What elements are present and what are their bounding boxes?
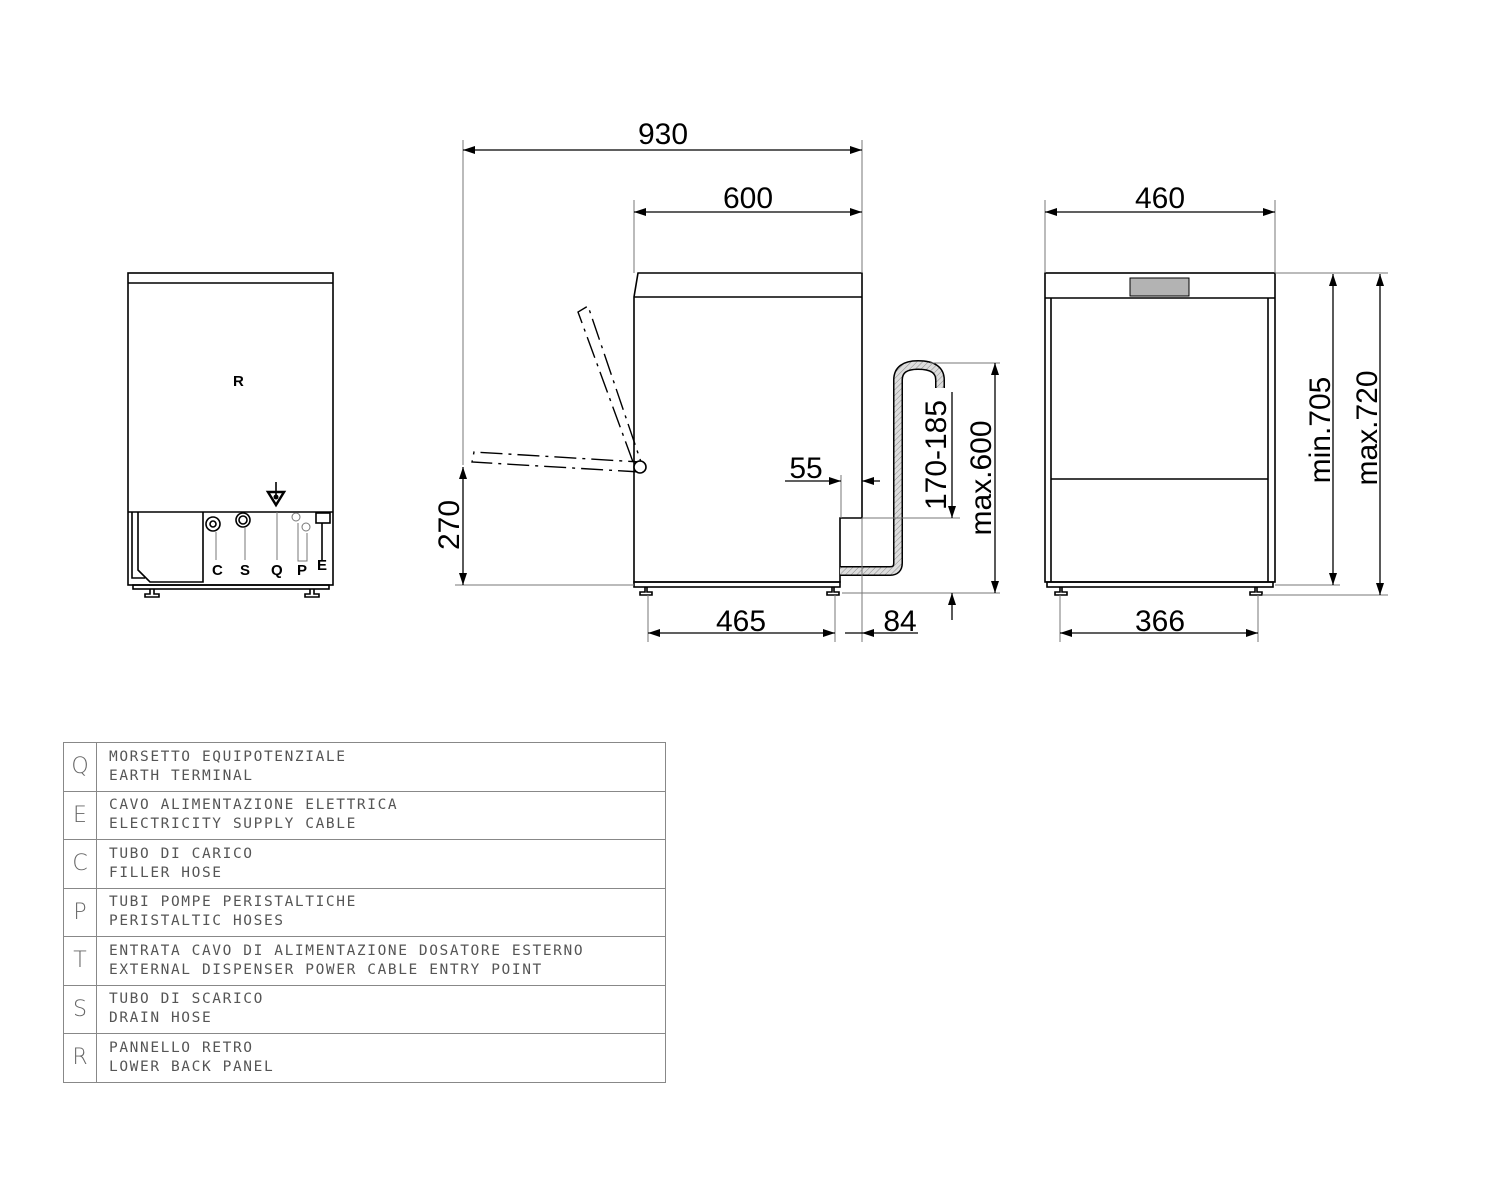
back-view: R C S Q P E (127, 272, 334, 598)
dim-170-185: 170-185 (920, 400, 953, 510)
legend-key: T (63, 936, 97, 986)
dim-max-600: max.600 (965, 420, 998, 535)
open-door-outline (471, 304, 647, 474)
legend-text-en: FILLER HOSE (109, 864, 223, 881)
legend-row: S TUBO DI SCARICO DRAIN HOSE (63, 984, 666, 1034)
legend-text-en: PERISTALTIC HOSES (109, 913, 285, 930)
dim-460: 460 (1135, 182, 1185, 215)
power-cable-gland-icon (315, 512, 331, 560)
legend-description: ENTRATA CAVO DI ALIMENTAZIONE DOSATORE E… (96, 936, 666, 986)
dim-84: 84 (883, 605, 916, 638)
legend-text-en: EXTERNAL DISPENSER POWER CABLE ENTRY POI… (109, 961, 543, 978)
dim-366: 366 (1135, 605, 1185, 638)
legend-text-en: ELECTRICITY SUPPLY CABLE (109, 816, 357, 833)
legend-row: Q MORSETTO EQUIPOTENZIALE EARTH TERMINAL (63, 742, 666, 792)
front-body (1044, 272, 1276, 583)
drain-hose-connector-icon (235, 512, 251, 560)
dim-930: 930 (638, 118, 688, 151)
earth-terminal-icon (265, 482, 287, 508)
legend-text-en: LOWER BACK PANEL (109, 1058, 275, 1075)
legend-description: MORSETTO EQUIPOTENZIALE EARTH TERMINAL (96, 742, 666, 792)
dim-min-705: min.705 (1304, 377, 1337, 484)
label-q: Q (271, 562, 283, 579)
legend-text-it: TUBI POMPE PERISTALTICHE (109, 894, 357, 911)
label-s: S (240, 562, 250, 579)
dim-max-720: max.720 (1351, 370, 1384, 485)
legend-key: C (63, 839, 97, 889)
legend-key: R (63, 1033, 97, 1083)
back-body (127, 272, 334, 586)
foot (1249, 587, 1263, 596)
legend-text-it: TUBO DI CARICO (109, 845, 254, 862)
filler-hose-connector-icon (205, 516, 221, 560)
legend-description: PANNELLO RETRO LOWER BACK PANEL (96, 1033, 666, 1083)
legend-row: E CAVO ALIMENTAZIONE ELETTRICA ELECTRICIT… (63, 790, 666, 840)
legend-key: P (63, 887, 97, 937)
foot (639, 587, 653, 596)
dim-55: 55 (789, 452, 822, 485)
legend-description: CAVO ALIMENTAZIONE ELETTRICA ELECTRICITY … (96, 790, 666, 840)
dim-270: 270 (433, 500, 466, 550)
legend-text-it: MORSETTO EQUIPOTENZIALE (109, 748, 347, 765)
legend-text-en: DRAIN HOSE (109, 1010, 213, 1027)
legend-text-it: PANNELLO RETRO (109, 1039, 254, 1056)
dim-600: 600 (723, 182, 773, 215)
legend-key: S (63, 984, 97, 1034)
foot (1054, 587, 1068, 596)
legend-row: P TUBI POMPE PERISTALTICHE PERISTALTIC HO… (63, 887, 666, 937)
legend-text-it: CAVO ALIMENTAZIONE ELETTRICA (109, 797, 399, 814)
legend-description: TUBO DI SCARICO DRAIN HOSE (96, 984, 666, 1034)
peristaltic-hoses-icon (291, 512, 311, 562)
legend-description: TUBI POMPE PERISTALTICHE PERISTALTIC HOSE… (96, 887, 666, 937)
legend-text-en: EARTH TERMINAL (109, 767, 254, 784)
panel-label-r: R (233, 373, 244, 390)
label-e: E (317, 557, 327, 574)
side-body (633, 272, 863, 583)
legend-table: Q MORSETTO EQUIPOTENZIALE EARTH TERMINAL E… (63, 742, 666, 1083)
dim-465: 465 (716, 605, 766, 638)
legend-row: R PANNELLO RETRO LOWER BACK PANEL (63, 1033, 666, 1083)
legend-text-it: TUBO DI SCARICO (109, 991, 264, 1008)
front-view: 460 366 min.705 max.720 (1044, 182, 1388, 642)
hinge-icon (633, 460, 647, 474)
legend-row: T ENTRATA CAVO DI ALIMENTAZIONE DOSATORE… (63, 936, 666, 986)
legend-description: TUBO DI CARICO FILLER HOSE (96, 839, 666, 889)
foot (304, 589, 320, 598)
legend-row: C TUBO DI CARICO FILLER HOSE (63, 839, 666, 889)
drain-hose (840, 359, 945, 576)
control-display (1129, 277, 1190, 297)
lower-back-panel (137, 512, 204, 583)
legend-key: E (63, 790, 97, 840)
legend-key: Q (63, 742, 97, 792)
foot (144, 589, 160, 598)
legend-text-it: ENTRATA CAVO DI ALIMENTAZIONE DOSATORE E… (109, 942, 585, 959)
label-c: C (212, 562, 223, 579)
side-view: 930 600 270 55 170-185 max.600 465 84 (433, 118, 1000, 642)
foot (826, 587, 840, 596)
label-p: P (297, 562, 307, 579)
